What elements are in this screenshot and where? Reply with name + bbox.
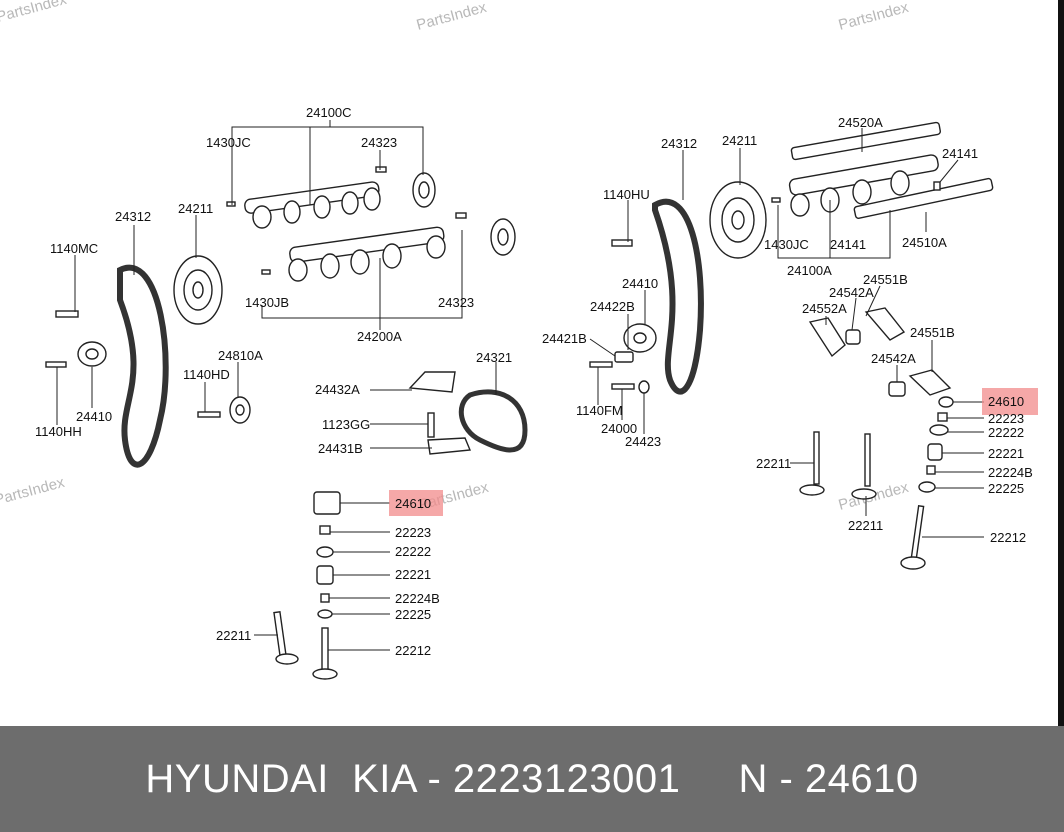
watermark: PartsIndex: [415, 0, 489, 34]
parts-diagram: PartsIndex PartsIndex PartsIndex PartsIn…: [0, 0, 1038, 680]
label-24510A: 24510A: [902, 235, 947, 250]
label-1430JC: 1430JC: [206, 135, 251, 150]
label-22224B: 22224B: [395, 591, 440, 606]
label-24610: 24610: [395, 496, 431, 511]
label-24551B: 24551B: [863, 272, 908, 287]
label-24000: 24000: [601, 421, 637, 436]
label-1140MC: 1140MC: [50, 241, 98, 256]
label-22222: 22222: [395, 544, 431, 559]
timing-belt: [117, 264, 169, 468]
label-24100A: 24100A: [787, 263, 832, 278]
label-22224B: 22224B: [988, 465, 1033, 480]
label-24410: 24410: [622, 276, 658, 291]
watermark: PartsIndex: [0, 474, 67, 509]
key: [933, 181, 941, 191]
camshaft-right: [788, 154, 939, 217]
camshaft-lower: [288, 226, 446, 282]
label-1140HU: 1140HU: [603, 187, 650, 202]
belt-cover: [408, 371, 472, 455]
label-22212: 22212: [990, 530, 1026, 545]
label-24323: 24323: [438, 295, 474, 310]
label-1140FM: 1140FM: [576, 403, 623, 418]
watermark: PartsIndex: [837, 0, 911, 34]
right-edge-border: [1058, 0, 1064, 726]
label-24410: 24410: [76, 409, 112, 424]
label-1140HH: 1140HH: [35, 424, 82, 439]
label-22221: 22221: [988, 446, 1024, 461]
label-24422B: 24422B: [590, 299, 635, 314]
label-24323: 24323: [361, 135, 397, 150]
label-22225: 22225: [395, 607, 431, 622]
cam-sprocket-upper: [412, 172, 436, 208]
label-24610: 24610: [988, 394, 1024, 409]
label-22221: 22221: [395, 567, 431, 582]
pin: [261, 269, 271, 275]
part-number-caption: HYUNDAI KIA - 2223123001 N - 24610: [145, 756, 919, 801]
label-24321: 24321: [476, 350, 512, 365]
camshaft-upper: [244, 181, 381, 229]
label-1430JB: 1430JB: [245, 295, 289, 310]
label-24432A: 24432A: [315, 382, 360, 397]
highlight-24610-left: [389, 490, 443, 516]
label-24100C: 24100C: [306, 105, 352, 120]
key: [455, 212, 467, 219]
tensioner: [77, 341, 107, 367]
cam-pulley: [709, 181, 767, 259]
part-labels: 24100C 1430JC 24323 24312 24211 1140MC 2…: [35, 105, 1033, 658]
bolt: [611, 239, 633, 247]
label-24211: 24211: [178, 201, 213, 216]
label-24312: 24312: [115, 209, 151, 224]
label-24141: 24141: [830, 237, 866, 252]
rocker-shaft-lower: [853, 177, 994, 220]
cam-pulley: [173, 255, 223, 325]
pin: [771, 197, 781, 203]
pin: [226, 201, 236, 207]
label-24423: 24423: [625, 434, 661, 449]
label-24312: 24312: [661, 136, 697, 151]
label-24552A: 24552A: [802, 301, 847, 316]
leader-lines: [56, 120, 984, 651]
washer: [638, 380, 650, 394]
label-22223: 22223: [395, 525, 431, 540]
label-22225: 22225: [988, 481, 1024, 496]
bolt: [55, 310, 79, 318]
footer-bar: HYUNDAI KIA - 2223123001 N - 24610: [0, 726, 1064, 832]
label-24542A: 24542A: [829, 285, 874, 300]
label-24810A: 24810A: [218, 348, 263, 363]
highlight-24610-right: [982, 388, 1038, 415]
timing-belt: [652, 198, 704, 395]
tensioner: [614, 323, 657, 363]
label-22211: 22211: [848, 518, 883, 533]
label-24542A: 24542A: [871, 351, 916, 366]
rocker-shaft-upper: [790, 121, 941, 161]
label-22223: 22223: [988, 411, 1024, 426]
key: [375, 166, 387, 173]
label-24520A: 24520A: [838, 115, 883, 130]
label-22222: 22222: [988, 425, 1024, 440]
label-24141: 24141: [942, 146, 978, 161]
chain: [458, 389, 528, 453]
label-22211: 22211: [216, 628, 251, 643]
label-1123GG: 1123GG: [322, 417, 370, 432]
bolt: [197, 411, 221, 418]
label-24551B: 24551B: [910, 325, 955, 340]
label-24211: 24211: [722, 133, 757, 148]
idler: [229, 396, 251, 424]
label-1140HD: 1140HD: [183, 367, 230, 382]
label-22211: 22211: [756, 456, 791, 471]
label-24431B: 24431B: [318, 441, 363, 456]
valve-assembly-right: [799, 396, 954, 570]
bolt: [45, 361, 67, 368]
bolt: [611, 383, 635, 390]
valve-assembly-left: [273, 491, 341, 680]
watermark: PartsIndex: [0, 0, 69, 26]
cam-sprocket-lower: [490, 218, 516, 256]
label-24200A: 24200A: [357, 329, 402, 344]
label-24421B: 24421B: [542, 331, 587, 346]
label-1430JC: 1430JC: [764, 237, 809, 252]
bolt: [589, 361, 613, 368]
label-22212: 22212: [395, 643, 431, 658]
